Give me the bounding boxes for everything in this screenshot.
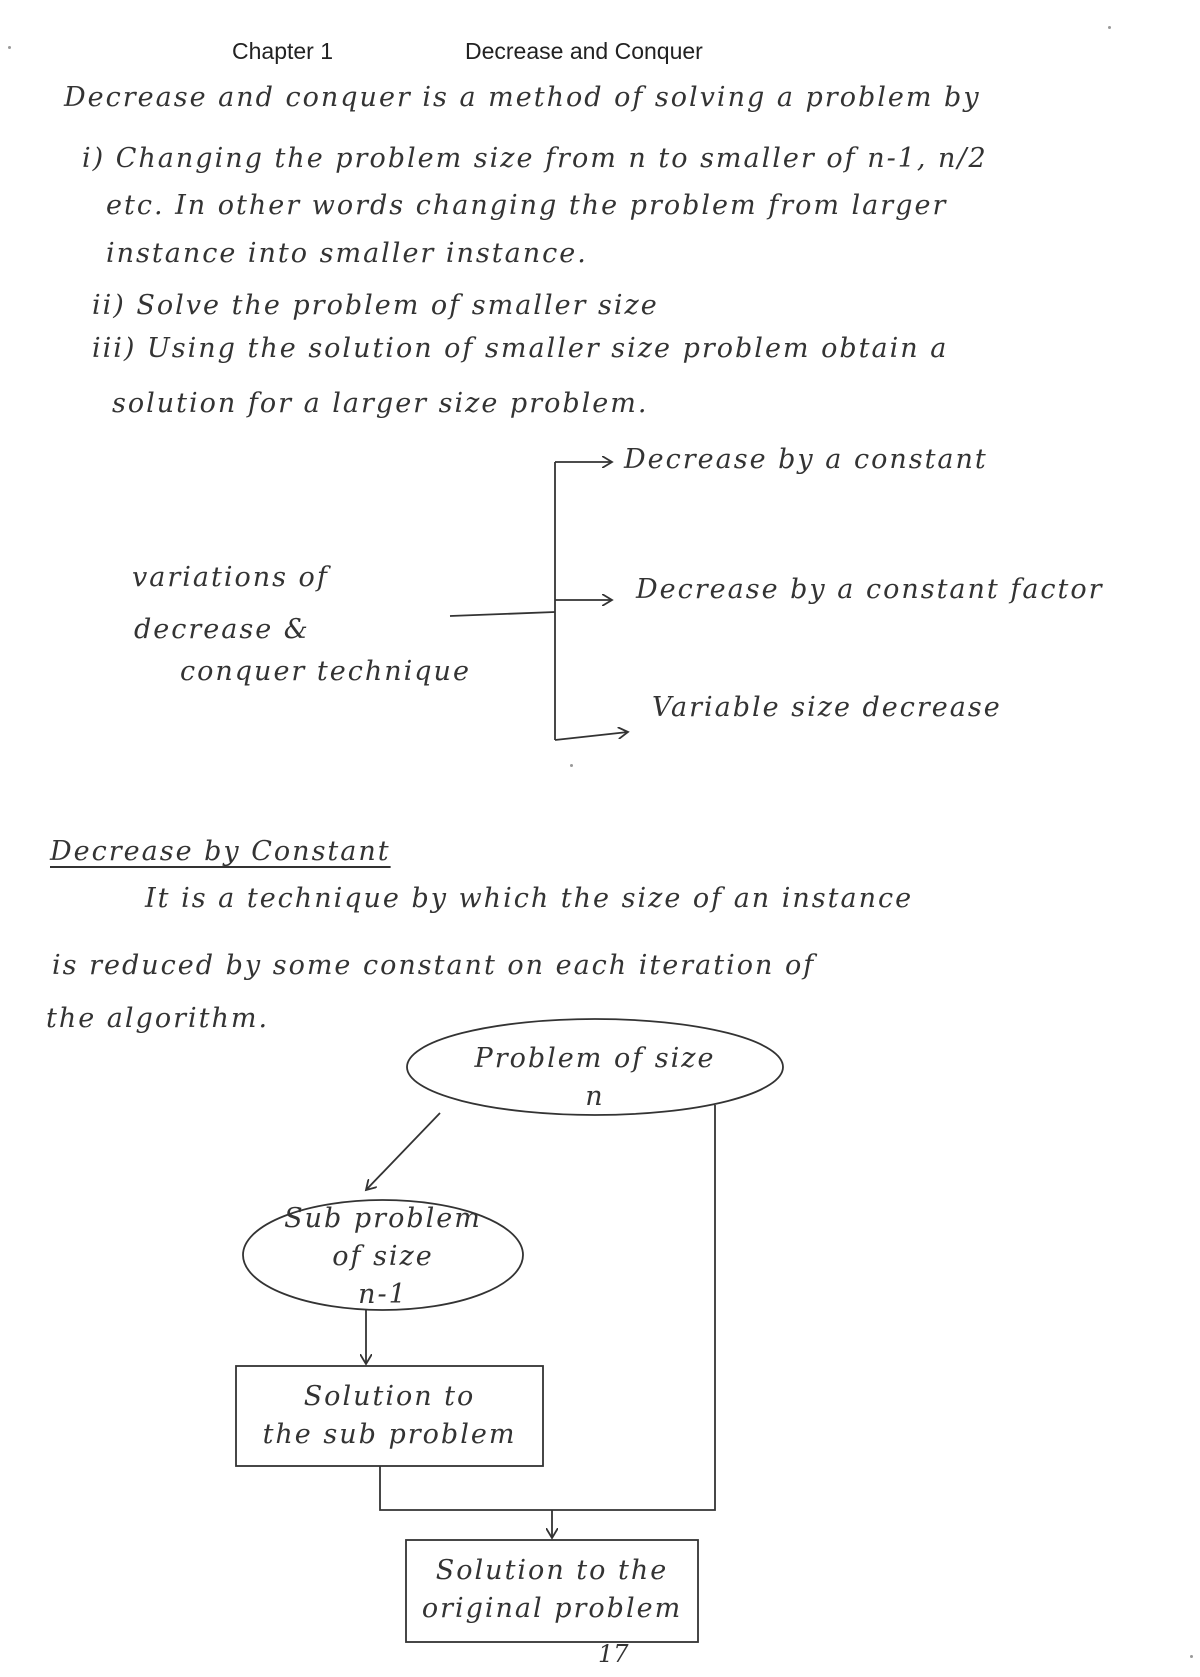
page-number: 17	[598, 1640, 629, 1668]
intro-line: Decrease and conquer is a method of solv…	[64, 82, 981, 113]
scan-speck	[8, 46, 11, 49]
subproblem-of-size: of size	[332, 1241, 434, 1272]
sub-solution-line: Solution to	[303, 1381, 476, 1412]
subproblem-node	[242, 1199, 524, 1311]
section-line: It is a technique by which the size of a…	[145, 883, 914, 914]
intro-line: ii) Solve the problem of smaller size	[92, 290, 659, 321]
problem-node	[406, 1018, 784, 1116]
section-line: is reduced by some constant on each iter…	[52, 950, 816, 981]
section-heading: Decrease by Constant	[50, 836, 391, 867]
chapter-label: Chapter 1	[232, 38, 334, 64]
sub-solution-line: the sub problem	[262, 1419, 517, 1450]
final-solution-line: Solution to the	[435, 1555, 669, 1586]
variations-label-line: conquer technique	[180, 656, 471, 687]
final-solution-line: original problem	[421, 1593, 683, 1624]
problem-node-text: Problem of size n	[410, 1040, 780, 1116]
variations-label-line: decrease &	[134, 614, 310, 645]
problem-label: Problem of size	[474, 1043, 716, 1074]
intro-line: i) Changing the problem size from n to s…	[82, 143, 988, 174]
scan-speck	[1190, 1655, 1193, 1658]
branch-arrow-3	[554, 732, 628, 741]
subproblem-node-text: Sub problem of size n-1	[248, 1200, 518, 1314]
subproblem-size: n-1	[358, 1279, 408, 1310]
arrow-problem-to-sub	[366, 1112, 441, 1190]
sub-solution-text: Solution to the sub problem	[236, 1378, 543, 1454]
final-solution-text: Solution to the original problem	[406, 1552, 698, 1628]
problem-size: n	[585, 1081, 605, 1112]
branch-connector	[449, 611, 556, 617]
branch-label: Decrease by a constant factor	[636, 574, 1104, 605]
intro-line: etc. In other words changing the problem…	[106, 190, 948, 221]
intro-line: instance into smaller instance.	[106, 238, 588, 269]
sub-solution-node	[235, 1365, 544, 1467]
section-line: the algorithm.	[46, 1003, 270, 1034]
variations-label-line: variations of	[132, 562, 329, 593]
branch-label: Decrease by a constant	[624, 444, 988, 475]
final-solution-node	[405, 1539, 699, 1643]
subproblem-label: Sub problem	[284, 1203, 482, 1234]
branch-label: Variable size decrease	[652, 692, 1002, 723]
intro-line: iii) Using the solution of smaller size …	[92, 333, 949, 364]
chapter-title: Decrease and Conquer	[465, 38, 703, 64]
scan-speck	[570, 764, 573, 767]
scan-speck	[1108, 26, 1111, 29]
intro-line: solution for a larger size problem.	[112, 388, 649, 419]
connector-solution-merge	[379, 1466, 716, 1511]
